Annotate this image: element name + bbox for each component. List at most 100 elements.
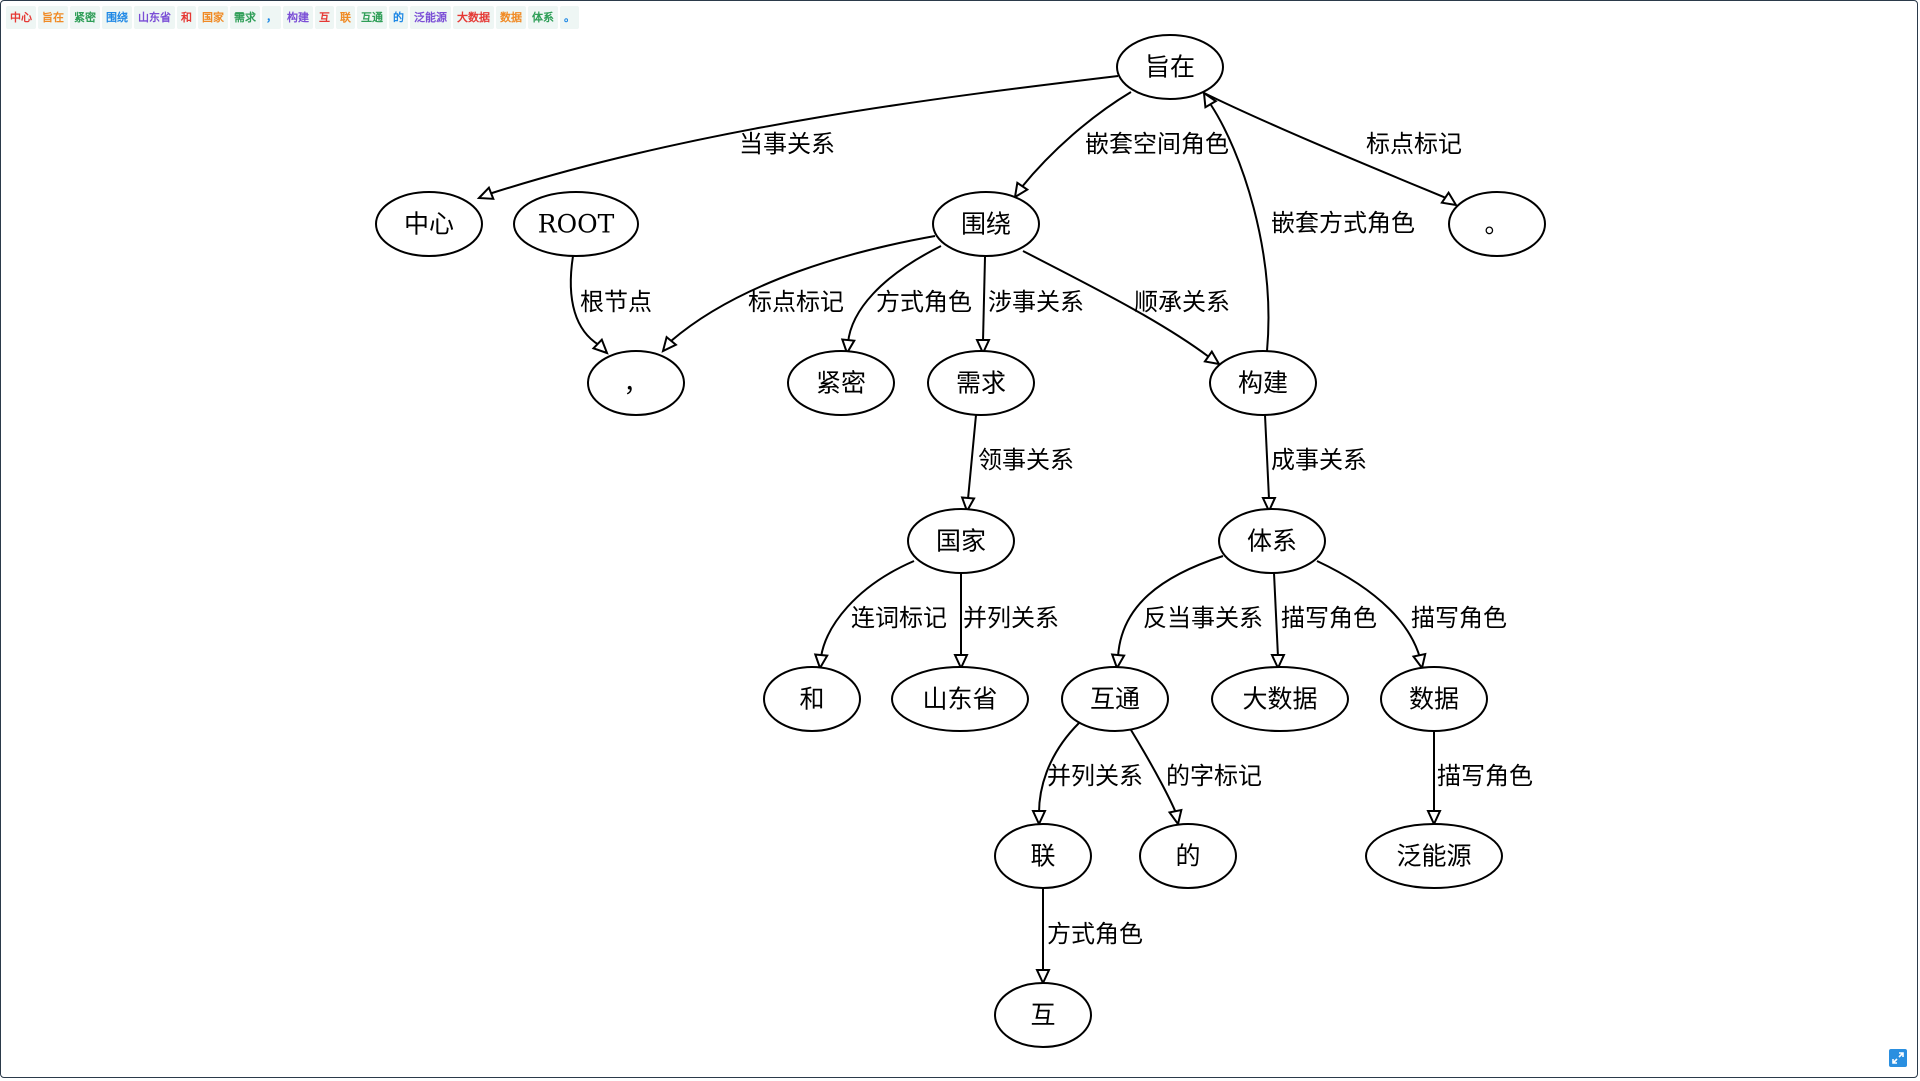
edge[interactable]: 描写角色 <box>1426 731 1533 827</box>
arrowhead-icon <box>1261 496 1277 514</box>
edge[interactable]: 标点标记 <box>1201 91 1462 207</box>
edge[interactable]: 根节点 <box>569 255 652 355</box>
node-label: 旨在 <box>1145 53 1195 82</box>
arrowhead-icon <box>1035 969 1051 986</box>
token-chip[interactable]: 围绕 <box>102 6 132 29</box>
graph-node[interactable]: 。 <box>1448 191 1546 257</box>
edge[interactable]: 描写角色 <box>1316 560 1507 671</box>
edge-label: 根节点 <box>580 288 652 316</box>
token-chip[interactable]: ， <box>262 6 281 29</box>
edge[interactable]: 当事关系 <box>476 75 1119 200</box>
edge[interactable]: 连词标记 <box>813 560 947 671</box>
node-ellipse <box>1365 823 1503 889</box>
arrowhead-icon <box>960 496 976 514</box>
graph-node[interactable]: 围绕 <box>932 191 1040 257</box>
arrowhead-icon <box>476 185 495 200</box>
edge[interactable]: 并列关系 <box>1031 722 1143 827</box>
edge-line <box>820 560 915 658</box>
graph-node[interactable]: 的 <box>1139 823 1237 889</box>
arrowhead-icon <box>1440 190 1458 207</box>
graph-node[interactable]: 大数据 <box>1211 666 1349 732</box>
edge-line <box>1020 91 1132 189</box>
node-label: 互通 <box>1090 685 1140 714</box>
node-label: 。 <box>1484 210 1509 239</box>
token-chip[interactable]: 需求 <box>230 6 260 29</box>
node-ellipse <box>1448 191 1546 257</box>
edge-label: 连词标记 <box>851 604 947 632</box>
token-chip[interactable]: 体系 <box>528 6 558 29</box>
arrowhead-icon <box>840 338 856 356</box>
token-chip[interactable]: 旨在 <box>38 6 68 29</box>
edge[interactable]: 标点标记 <box>661 235 936 353</box>
token-chip[interactable]: 构建 <box>283 6 313 29</box>
token-chip[interactable]: 互 <box>315 6 334 29</box>
graph-node[interactable]: 国家 <box>907 508 1015 574</box>
edge-line <box>1264 414 1270 500</box>
edge[interactable]: 并列关系 <box>953 573 1059 671</box>
node-ellipse <box>994 982 1092 1048</box>
node-ellipse <box>1211 666 1349 732</box>
graph-node[interactable]: 体系 <box>1218 508 1326 574</box>
graph-node[interactable]: ， <box>587 350 685 416</box>
node-ellipse <box>1209 350 1317 416</box>
token-chip[interactable]: 。 <box>560 6 579 29</box>
graph-node[interactable]: 构建 <box>1209 350 1317 416</box>
edge-label: 嵌套空间角色 <box>1085 130 1229 158</box>
token-chip[interactable]: 互通 <box>357 6 387 29</box>
edge[interactable]: 方式角色 <box>840 245 972 356</box>
graph-node[interactable]: 泛能源 <box>1365 823 1503 889</box>
graph-node[interactable]: 互通 <box>1061 666 1169 732</box>
edge[interactable]: 成事关系 <box>1261 414 1367 514</box>
edge[interactable]: 反当事关系 <box>1110 555 1263 671</box>
arrowhead-icon <box>1270 653 1286 671</box>
edge[interactable]: 涉事关系 <box>975 256 1084 356</box>
token-chip[interactable]: 山东省 <box>134 6 175 29</box>
arrowhead-icon <box>661 335 678 353</box>
arrowhead-icon <box>953 654 969 671</box>
node-ellipse <box>1218 508 1326 574</box>
edge[interactable]: 领事关系 <box>960 414 1074 514</box>
edge[interactable]: 方式角色 <box>1035 888 1143 986</box>
graph-node[interactable]: 互 <box>994 982 1092 1048</box>
graph-node[interactable]: 紧密 <box>787 350 895 416</box>
node-label: 体系 <box>1247 527 1297 556</box>
arrowhead-icon <box>1110 653 1126 671</box>
graph-node[interactable]: ROOT <box>513 191 639 257</box>
graph-node[interactable]: 数据 <box>1380 666 1488 732</box>
graph-node[interactable]: 和 <box>763 666 861 732</box>
token-chip[interactable]: 中心 <box>6 6 36 29</box>
token-chip[interactable]: 和 <box>177 6 196 29</box>
arrowhead-icon <box>975 338 991 356</box>
fit-view-button[interactable] <box>1889 1049 1907 1067</box>
edge[interactable]: 的字标记 <box>1130 729 1262 827</box>
arrowhead-icon <box>1031 809 1047 827</box>
graph-node[interactable]: 联 <box>994 823 1092 889</box>
edge-label: 的字标记 <box>1166 762 1262 790</box>
token-chip[interactable]: 的 <box>389 6 408 29</box>
graph-node[interactable]: 山东省 <box>891 666 1029 732</box>
graph-node[interactable]: 中心 <box>375 191 483 257</box>
edge[interactable]: 嵌套方式角色 <box>1202 90 1415 352</box>
token-chip[interactable]: 大数据 <box>453 6 494 29</box>
arrowhead-icon <box>813 653 829 671</box>
node-ellipse <box>787 350 895 416</box>
edge-label: 描写角色 <box>1281 604 1377 632</box>
edge[interactable]: 嵌套空间角色 <box>1013 91 1229 199</box>
edge[interactable]: 描写角色 <box>1270 572 1377 671</box>
token-chip[interactable]: 联 <box>336 6 355 29</box>
node-ellipse <box>587 350 685 416</box>
token-chip[interactable]: 紧密 <box>70 6 100 29</box>
token-chip[interactable]: 国家 <box>198 6 228 29</box>
token-chip[interactable]: 泛能源 <box>410 6 451 29</box>
token-chip[interactable]: 数据 <box>496 6 526 29</box>
edge-label: 涉事关系 <box>988 288 1084 316</box>
arrowhead-icon <box>591 337 609 355</box>
edge-label: 标点标记 <box>1366 130 1462 158</box>
edge[interactable]: 顺承关系 <box>1022 250 1230 366</box>
edge-line <box>1117 555 1224 658</box>
edge-line <box>1273 572 1279 658</box>
graph-node[interactable]: 旨在 <box>1116 34 1224 100</box>
graph-node[interactable]: 需求 <box>927 350 1035 416</box>
node-label: 的 <box>1175 842 1200 871</box>
